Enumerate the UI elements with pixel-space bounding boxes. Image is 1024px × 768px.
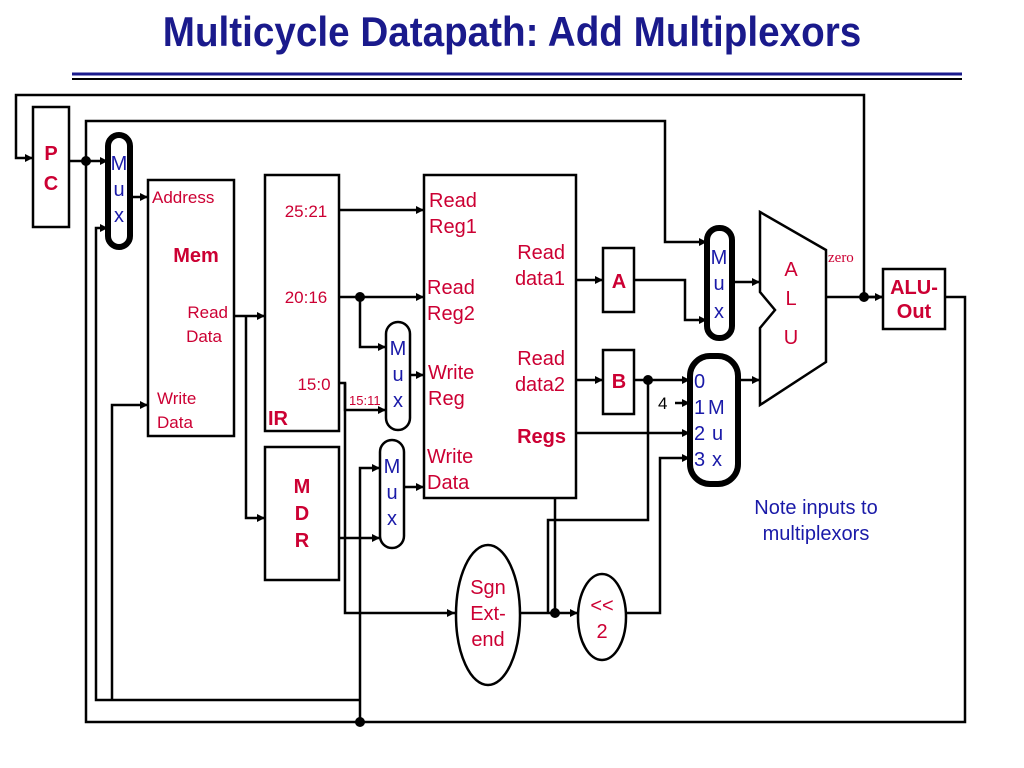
svg-text:25:21: 25:21: [285, 202, 328, 221]
mux-regdst: M u x 15:11: [349, 320, 412, 432]
page-title: Multicycle Datapath: Add Multiplexors: [162, 8, 862, 55]
svg-text:1: 1: [694, 397, 705, 419]
svg-text:Reg1: Reg1: [429, 216, 477, 238]
svg-text:x: x: [393, 390, 403, 412]
note-text: Note inputs to multiplexors: [754, 497, 877, 545]
register-a: A: [601, 246, 636, 314]
svg-text:Read: Read: [427, 277, 475, 299]
svg-text:x: x: [712, 449, 722, 471]
svg-text:u: u: [113, 179, 124, 201]
svg-text:x: x: [114, 205, 124, 227]
svg-text:3: 3: [694, 449, 705, 471]
svg-text:Reg2: Reg2: [427, 303, 475, 325]
sign-extend: Sgn Ext- end: [454, 543, 522, 687]
svg-text:15:0: 15:0: [297, 375, 330, 394]
register-file: Read Reg1 Read Reg2 Write Reg Write Data…: [422, 173, 578, 500]
svg-text:D: D: [295, 503, 309, 525]
svg-text:Write: Write: [157, 389, 196, 408]
svg-text:M: M: [384, 456, 401, 478]
svg-text:x: x: [714, 301, 724, 323]
svg-text:Sgn: Sgn: [470, 577, 506, 599]
svg-text:Write: Write: [427, 446, 473, 468]
svg-text:Data: Data: [427, 472, 470, 494]
svg-text:L: L: [785, 288, 796, 310]
svg-text:Note inputs to: Note inputs to: [754, 497, 877, 519]
const-four-label: 4: [658, 394, 667, 413]
alu: A L U zero: [758, 209, 854, 408]
svg-text:u: u: [392, 364, 403, 386]
wire-pc-to-alusrca: [84, 119, 707, 244]
svg-text:Reg: Reg: [428, 388, 465, 410]
svg-text:u: u: [386, 482, 397, 504]
svg-text:R: R: [295, 530, 310, 552]
mux-alusrca: M u x: [704, 225, 735, 341]
svg-text:data2: data2: [515, 374, 565, 396]
wire-aluout-to-pc: [14, 93, 866, 297]
title-underline: [72, 72, 962, 80]
wire-shift-to-in3: [626, 456, 690, 615]
svg-text:M: M: [111, 153, 128, 175]
svg-text:M: M: [708, 397, 725, 419]
svg-text:Out: Out: [897, 301, 932, 323]
svg-text:A: A: [612, 271, 626, 293]
svg-text:data1: data1: [515, 268, 565, 290]
memory-block: Address Mem Read Data Write Data: [146, 178, 236, 438]
wire-aluout-to-memtoreg: [358, 466, 380, 722]
mux-memtoreg: M u x: [378, 438, 406, 550]
alu-out-register: ALU- Out: [881, 267, 947, 331]
wire-b-to-writedata: [110, 403, 148, 700]
wire-pc-bottom-loop: [84, 161, 967, 724]
mdr-register: M D R: [263, 445, 341, 582]
svg-text:M: M: [390, 338, 407, 360]
regdst-input-label: 15:11: [349, 393, 381, 408]
svg-text:2: 2: [694, 423, 705, 445]
svg-text:20:16: 20:16: [285, 288, 328, 307]
svg-text:ALU-: ALU-: [890, 277, 938, 299]
junction-dots: [81, 156, 869, 727]
pc-label-2: C: [44, 173, 58, 195]
register-b: B: [601, 348, 636, 416]
svg-text:Read: Read: [517, 348, 565, 370]
svg-text:<<: <<: [590, 595, 613, 617]
svg-text:Data: Data: [186, 327, 222, 346]
svg-text:Data: Data: [157, 413, 193, 432]
wire-readdata-to-mdr: [244, 316, 265, 520]
wire-a-to-alusrca: [634, 278, 707, 322]
pc-label-1: P: [44, 143, 57, 165]
svg-text:M: M: [294, 476, 311, 498]
svg-text:M: M: [711, 247, 728, 269]
pc-register: P C: [31, 105, 71, 229]
shift-left-2: << 2: [576, 572, 628, 662]
svg-text:Ext-: Ext-: [470, 603, 506, 625]
mem-address-label: Address: [152, 188, 214, 207]
arrowheads: [25, 154, 883, 617]
svg-text:2: 2: [596, 621, 607, 643]
mux-alusrcb: 0 1 2 3 M u x 4: [658, 353, 741, 487]
wire-ir-rt-to-regdst: [358, 297, 386, 349]
instruction-register: 25:21 20:16 15:0 IR: [263, 173, 341, 433]
svg-text:Write: Write: [428, 362, 474, 384]
mem-name-label: Mem: [173, 245, 219, 267]
svg-text:end: end: [471, 629, 504, 651]
ir-name-label: IR: [268, 408, 289, 430]
svg-text:A: A: [784, 259, 798, 281]
svg-text:u: u: [713, 273, 724, 295]
svg-text:u: u: [712, 423, 723, 445]
alu-zero-label: zero: [828, 250, 854, 266]
wire-b-branch: [546, 380, 650, 613]
svg-text:B: B: [612, 371, 626, 393]
svg-text:Read: Read: [429, 190, 477, 212]
svg-text:0: 0: [694, 371, 705, 393]
wire-ir-imm: [343, 383, 455, 615]
svg-text:x: x: [387, 508, 397, 530]
mux-address: M u x: [105, 132, 133, 250]
svg-text:Read: Read: [517, 242, 565, 264]
svg-text:Read: Read: [187, 303, 228, 322]
svg-text:U: U: [784, 327, 798, 349]
regs-name-label: Regs: [517, 426, 566, 448]
svg-text:multiplexors: multiplexors: [763, 523, 870, 545]
